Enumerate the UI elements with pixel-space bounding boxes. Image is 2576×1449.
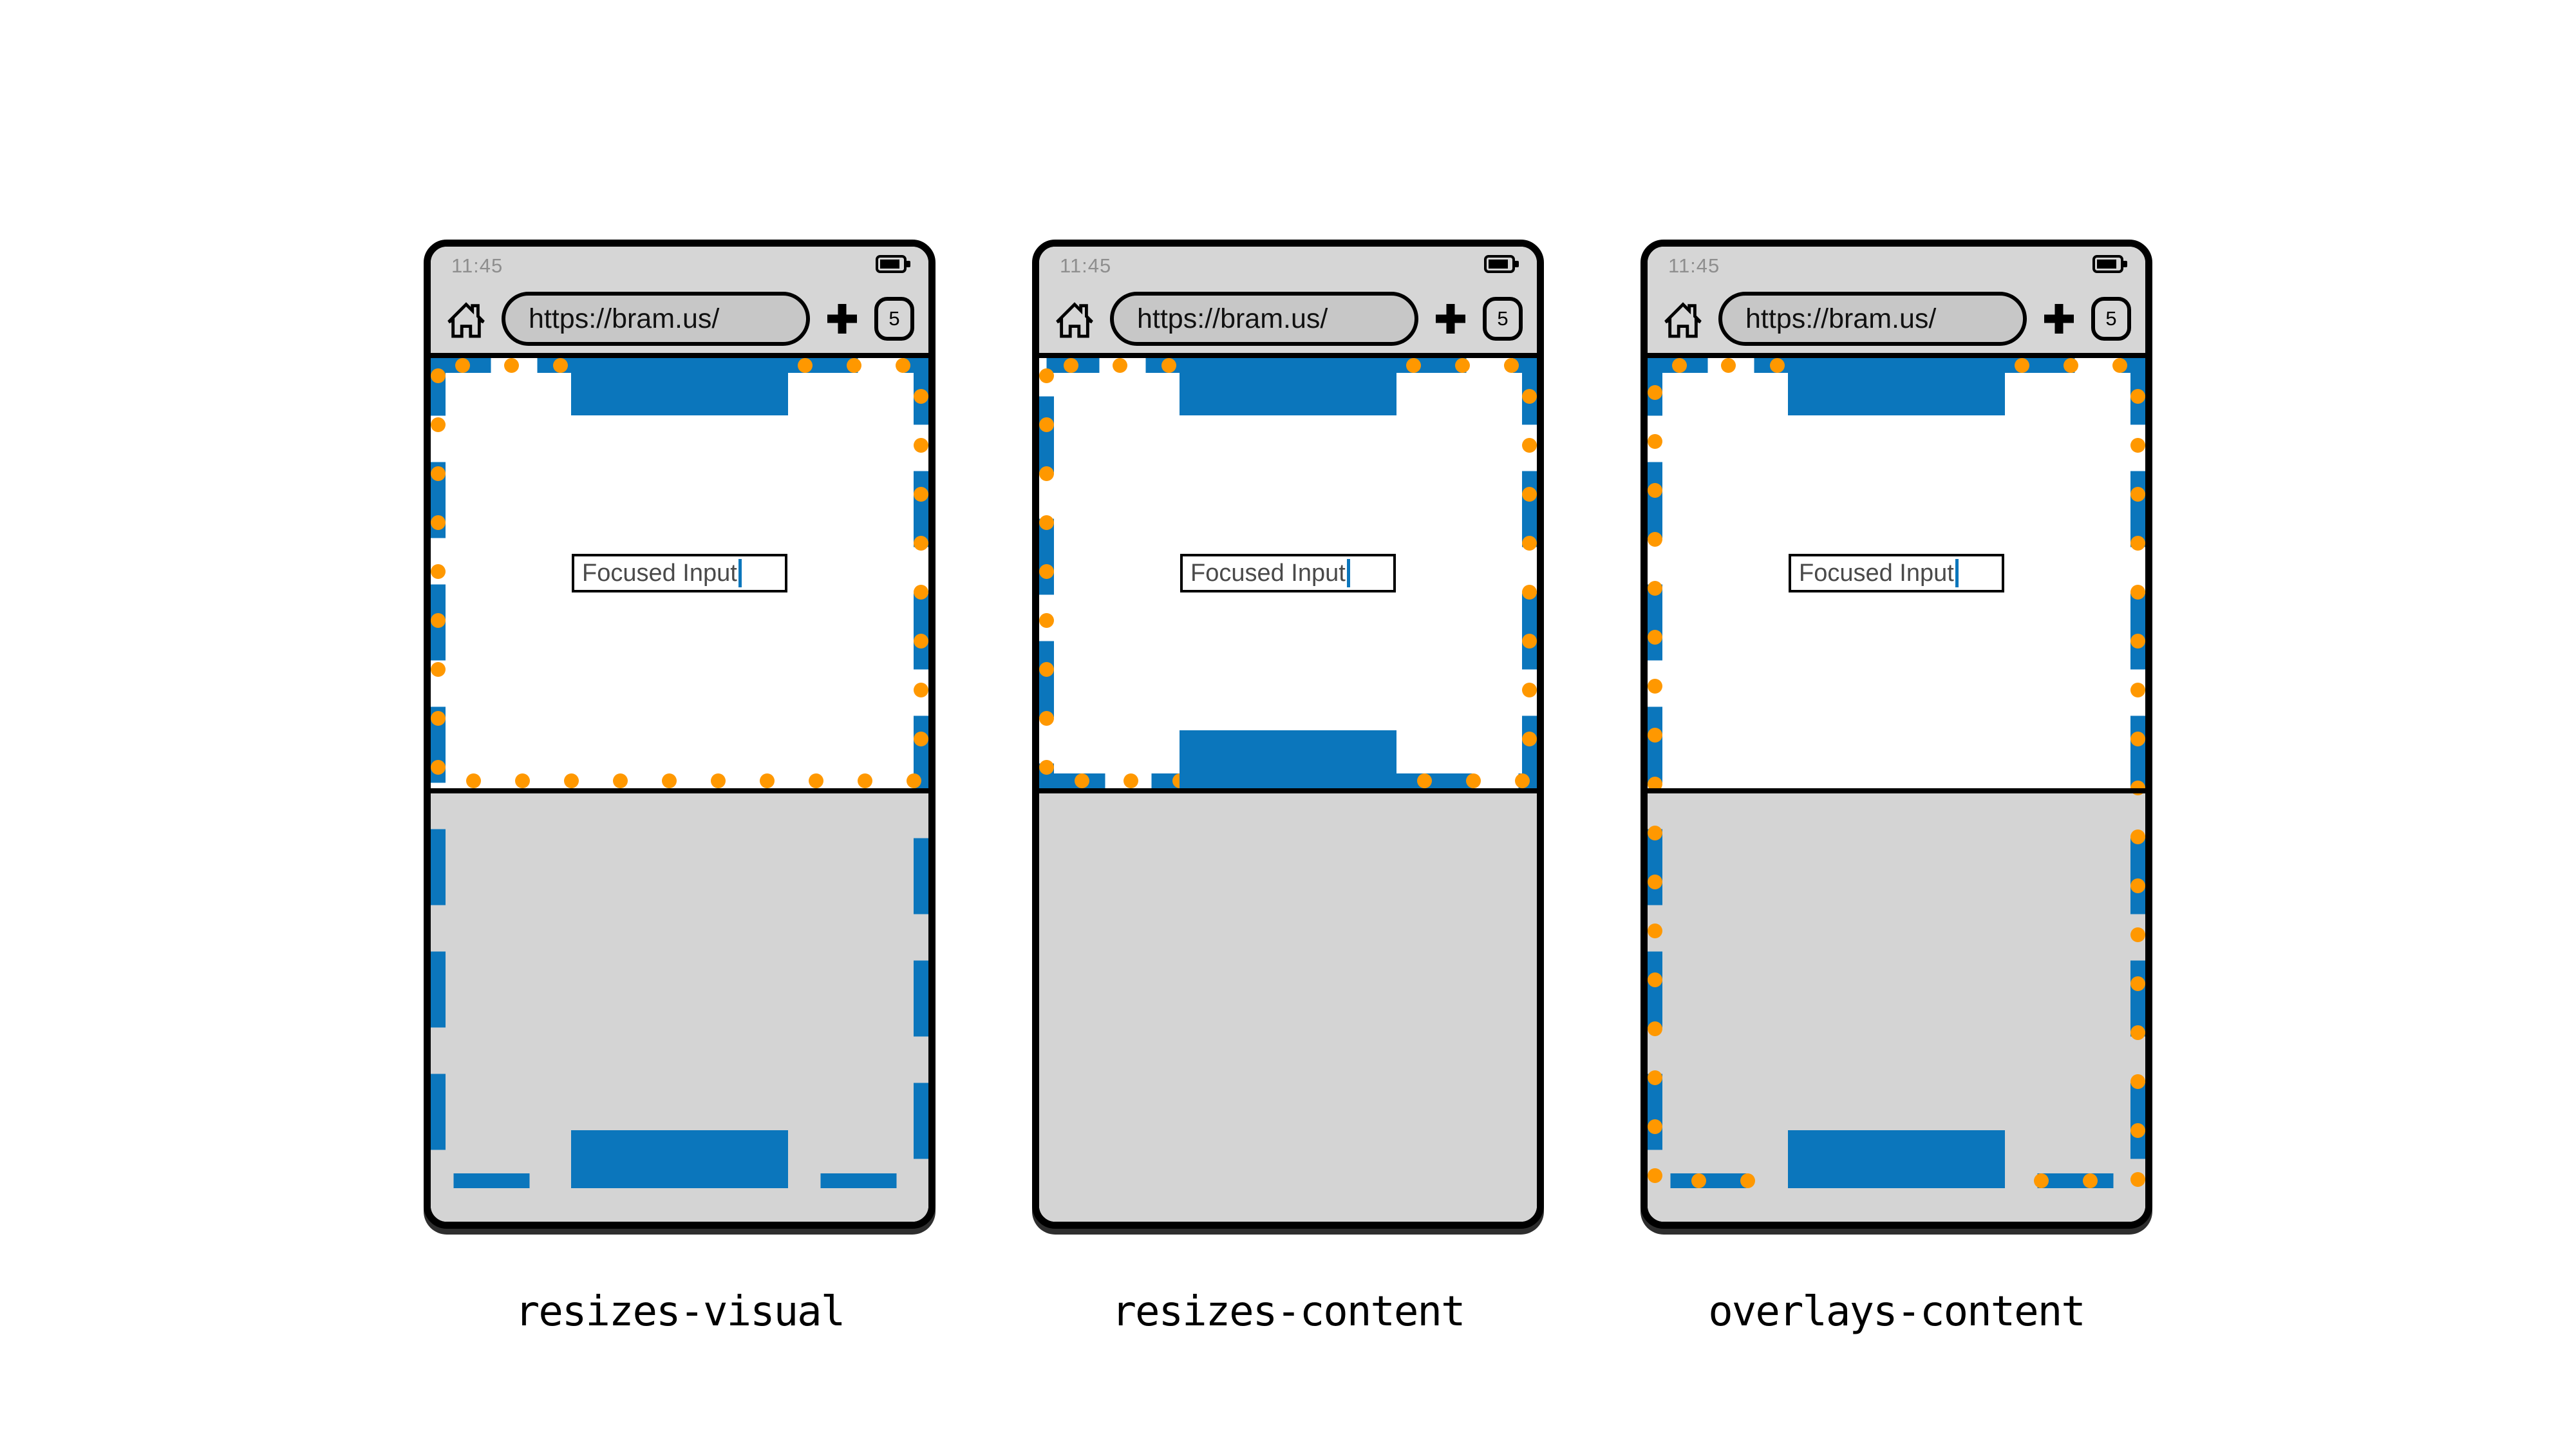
clock-text: 11:45	[1060, 254, 1112, 277]
keyboard-separator	[1648, 788, 2145, 793]
virtual-keyboard	[1039, 793, 1537, 1222]
tab-counter[interactable]: 5	[1483, 297, 1523, 341]
tab-counter[interactable]: 5	[874, 297, 914, 341]
battery-icon	[1484, 254, 1520, 274]
layout-viewport-outline	[1648, 358, 2145, 1188]
clock-text: 11:45	[1668, 254, 1720, 277]
fixed-footer-block	[571, 1130, 788, 1188]
phone-frame: 11:45	[1032, 240, 1544, 1229]
new-tab-plus-icon[interactable]	[824, 301, 860, 337]
page-viewport: Focused Input	[431, 358, 928, 1222]
url-text: https://bram.us/	[1137, 303, 1328, 334]
url-bar[interactable]: https://bram.us/	[1718, 292, 2027, 346]
status-bar: 11:45	[1039, 247, 1537, 283]
visual-viewport-outline	[1039, 358, 1537, 788]
panel-resizes-visual: 11:45	[424, 240, 935, 1336]
focused-input[interactable]: Focused Input	[572, 554, 787, 592]
fixed-footer-block	[1180, 730, 1396, 788]
keyboard-separator	[1039, 788, 1537, 793]
layout-viewport-outline	[431, 358, 928, 1188]
new-tab-plus-icon[interactable]	[1433, 301, 1469, 337]
url-text: https://bram.us/	[1745, 303, 1937, 334]
url-bar[interactable]: https://bram.us/	[502, 292, 810, 346]
url-text: https://bram.us/	[529, 303, 720, 334]
text-caret	[738, 559, 742, 587]
browser-toolbar: https://bram.us/ 5	[1039, 283, 1537, 354]
browser-chrome: 11:45	[1648, 247, 2145, 358]
url-bar[interactable]: https://bram.us/	[1110, 292, 1418, 346]
tab-count-text: 5	[888, 307, 900, 330]
text-caret	[1346, 559, 1350, 587]
browser-toolbar: https://bram.us/ 5	[431, 283, 928, 354]
input-value-text: Focused Input	[1799, 559, 1954, 587]
tab-count-text: 5	[1497, 307, 1509, 330]
home-button[interactable]	[1662, 299, 1704, 339]
page-viewport: Focused Input	[1039, 358, 1537, 1222]
fixed-header-block	[1788, 358, 2005, 415]
phone-frame: 11:45	[424, 240, 935, 1229]
keyboard-separator	[431, 788, 928, 793]
visual-viewport-outline	[431, 358, 928, 788]
mode-label: overlays-content	[1708, 1288, 2085, 1336]
status-bar: 11:45	[431, 247, 928, 283]
browser-chrome: 11:45	[431, 247, 928, 358]
input-value-text: Focused Input	[1190, 559, 1346, 587]
clock-text: 11:45	[451, 254, 503, 277]
tab-counter[interactable]: 5	[2091, 297, 2131, 341]
fixed-header-block	[571, 358, 788, 415]
new-tab-plus-icon[interactable]	[2041, 301, 2077, 337]
page-viewport: Focused Input	[1648, 358, 2145, 1222]
home-button[interactable]	[1053, 299, 1096, 339]
text-caret	[1955, 559, 1959, 587]
focused-input[interactable]: Focused Input	[1789, 554, 2004, 592]
tab-count-text: 5	[2105, 307, 2117, 330]
mode-label: resizes-visual	[514, 1288, 845, 1336]
panel-overlays-content: 11:45	[1641, 240, 2152, 1336]
battery-icon	[876, 254, 912, 274]
input-value-text: Focused Input	[582, 559, 737, 587]
phone-frame: 11:45	[1641, 240, 2152, 1229]
status-bar: 11:45	[1648, 247, 2145, 283]
mode-label: resizes-content	[1111, 1288, 1466, 1336]
fixed-header-block	[1180, 358, 1396, 415]
visual-viewport-outline	[1648, 358, 2145, 1188]
battery-icon	[2092, 254, 2129, 274]
browser-chrome: 11:45	[1039, 247, 1537, 358]
focused-input[interactable]: Focused Input	[1180, 554, 1396, 592]
home-button[interactable]	[445, 299, 487, 339]
fixed-footer-block	[1788, 1130, 2005, 1188]
panel-resizes-content: 11:45	[1032, 240, 1544, 1336]
browser-toolbar: https://bram.us/ 5	[1648, 283, 2145, 354]
